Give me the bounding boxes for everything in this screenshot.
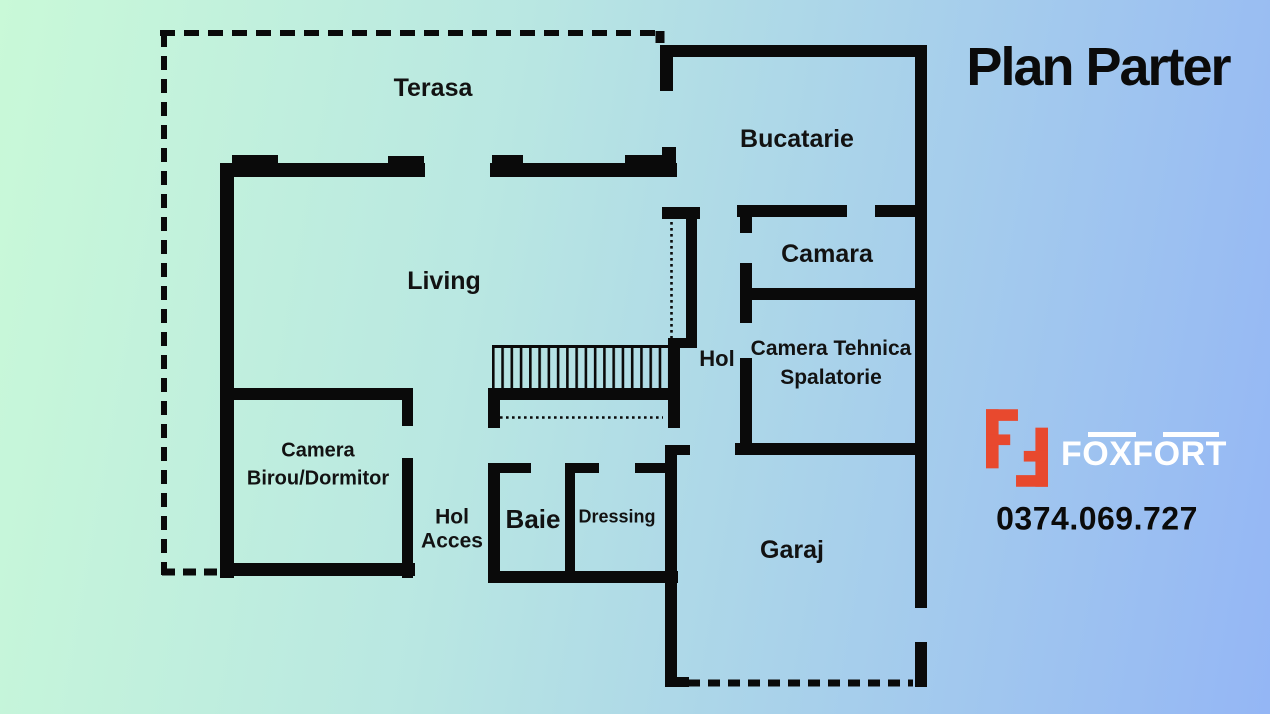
wall-dressing-top xyxy=(635,463,666,473)
wordmark-overline-left xyxy=(1088,431,1136,437)
wall-stair-cap xyxy=(662,207,700,219)
window-living-end-jog xyxy=(662,147,676,177)
wall-tech-left-upper xyxy=(740,263,752,323)
wall-office-right-upper xyxy=(402,388,413,426)
wall-bath-top-b xyxy=(575,463,599,473)
room-label-terasa: Terasa xyxy=(393,73,473,102)
wall-hall-divider xyxy=(686,219,697,346)
foxfort-logo: FOXFORT xyxy=(986,408,1227,488)
terrace-dashed-outline xyxy=(160,30,665,576)
room-label-camera-tehnica-line2: Spalatorie xyxy=(780,366,882,389)
wall-garage-left xyxy=(665,445,677,687)
foxfort-double-f-icon xyxy=(986,409,1048,487)
room-label-camara: Camara xyxy=(781,239,873,268)
wall-living-top-right xyxy=(490,163,677,177)
room-label-baie: Baie xyxy=(505,504,561,535)
foxfort-wordmark: FOXFORT xyxy=(1061,431,1227,474)
wall-bath-left xyxy=(488,463,500,583)
wall-left-outer xyxy=(220,163,234,578)
room-label-dressing: Dressing xyxy=(578,506,656,527)
wall-office-bottom xyxy=(220,563,415,576)
foxfort-wordmark-text: FOXFORT xyxy=(1061,434,1227,473)
window-living-a xyxy=(232,155,278,164)
wall-pantry-top-a xyxy=(737,205,847,217)
wall-stair-bottom xyxy=(488,388,670,400)
wall-tech-left-lower xyxy=(740,358,752,450)
room-label-camera-tehnica: Camera Tehnica Spalatorie xyxy=(751,335,912,393)
wall-pantry-top-b xyxy=(875,205,915,217)
wall-pantry-bottom xyxy=(748,288,915,300)
room-label-living: Living xyxy=(407,266,481,295)
wall-garage-top xyxy=(735,443,917,455)
room-label-camera-birou-line1: Camera xyxy=(281,439,355,462)
wall-stair-connector xyxy=(668,338,697,348)
walls xyxy=(220,45,927,687)
wall-living-top-left xyxy=(220,163,425,177)
wall-stair-left-block xyxy=(488,388,500,428)
wall-bath-dressing-divider xyxy=(565,463,575,578)
room-label-hol-acces: Hol Acces xyxy=(421,505,483,552)
wall-office-right-lower xyxy=(402,458,413,578)
room-label-bucatarie: Bucatarie xyxy=(740,124,854,153)
stair-dotted-guides xyxy=(500,222,673,419)
wall-bath-top-a xyxy=(498,463,531,473)
page-title: Plan Parter xyxy=(966,37,1231,97)
room-label-hol: Hol xyxy=(699,345,735,371)
wall-garage-left-foot xyxy=(665,677,689,687)
room-label-garaj: Garaj xyxy=(760,535,824,564)
wordmark-overline-right xyxy=(1163,431,1219,437)
wall-kitchen-entry-stub xyxy=(660,45,673,91)
room-label-hol-acces-line1: Hol xyxy=(435,505,469,529)
wall-office-top xyxy=(220,388,413,400)
room-label-camera-birou-line2: Birou/Dormitor xyxy=(246,467,390,489)
wall-pantry-left-stub xyxy=(740,217,752,233)
phone-number: 0374.069.727 xyxy=(996,500,1198,537)
window-living-b xyxy=(388,156,424,164)
room-label-camera-birou: Camera Birou/Dormitor xyxy=(247,437,389,492)
wall-kitchen-top xyxy=(660,45,927,57)
room-label-hol-acces-line2: Acces xyxy=(421,529,483,552)
wall-stair-right xyxy=(668,338,680,428)
wall-right-outer xyxy=(915,45,927,608)
wall-bath-bottom xyxy=(488,571,678,583)
room-label-camera-tehnica-line1: Camera Tehnica xyxy=(750,337,912,361)
window-living-c xyxy=(492,155,523,164)
staircase xyxy=(492,345,670,392)
window-living-d xyxy=(625,155,675,164)
wall-hall-garage-nub xyxy=(665,445,690,455)
wall-right-outer-lower xyxy=(915,642,927,687)
